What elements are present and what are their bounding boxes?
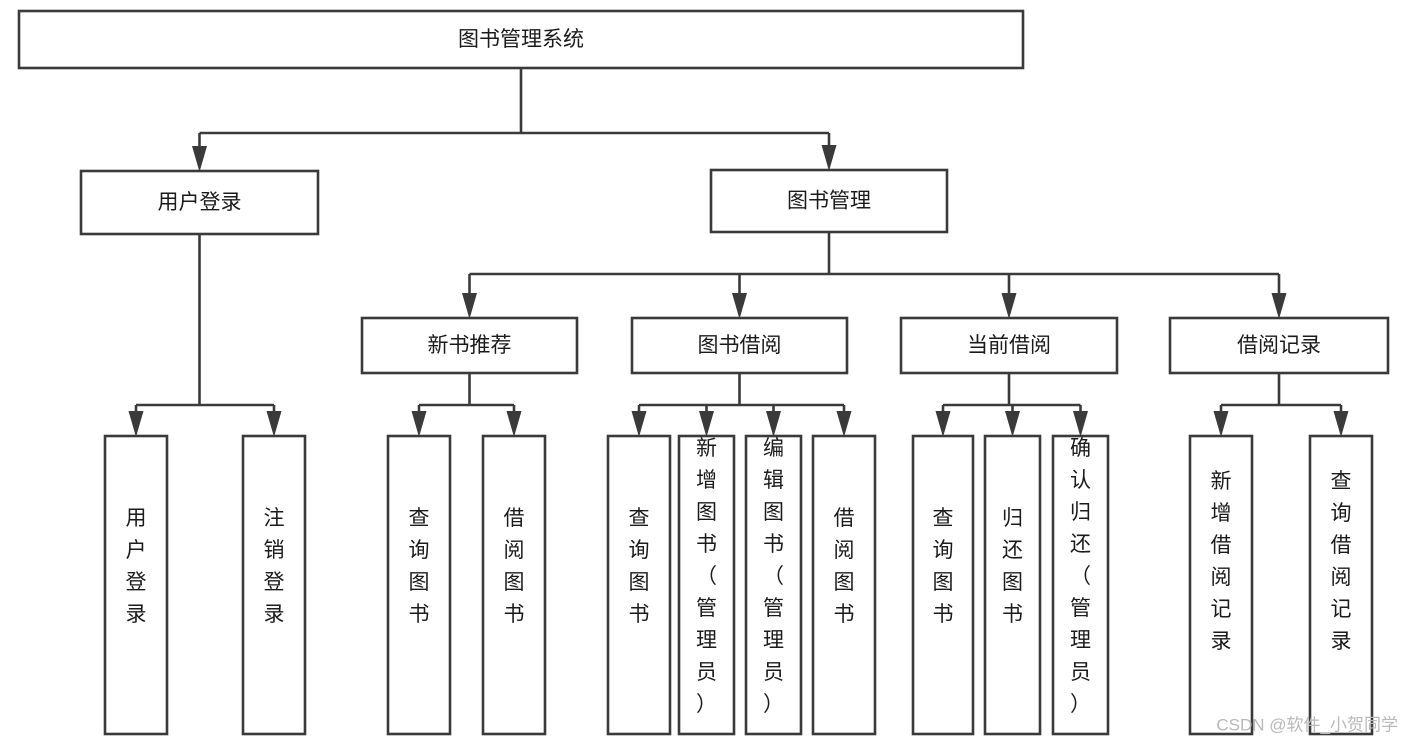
node-label: 借阅记录 xyxy=(1237,334,1321,357)
csdn-watermark: CSDN @软件_小贺同学 xyxy=(1216,715,1398,734)
node-m-book-manage[interactable]: 图书管理 xyxy=(709,168,949,234)
arrow-head xyxy=(766,411,781,437)
node-box xyxy=(360,316,579,375)
node-s-borrow-record[interactable]: 借阅记录 xyxy=(1168,316,1390,375)
arrow-head xyxy=(732,293,747,319)
edge-group-m-book-manage xyxy=(462,232,1287,319)
node-label: 借阅图书 xyxy=(504,507,525,626)
node-l-borrow-book-2[interactable]: 借阅图书 xyxy=(811,434,877,736)
node-box xyxy=(386,434,452,736)
node-label: 注销登录 xyxy=(264,507,285,626)
node-label: 编辑图书（管理员） xyxy=(763,437,784,716)
node-box xyxy=(709,168,949,234)
node-s-current-borrow[interactable]: 当前借阅 xyxy=(899,316,1119,375)
node-label: 查询借阅记录 xyxy=(1331,470,1352,653)
node-l-return-book[interactable]: 归还图书 xyxy=(983,434,1042,736)
node-l-edit-book[interactable]: 编辑图书（管理员） xyxy=(744,434,803,736)
node-label: 借阅图书 xyxy=(834,507,855,626)
node-label: 确认归还（管理员） xyxy=(1070,437,1091,716)
edge-group-s-book-borrow xyxy=(631,373,852,437)
node-label: 图书借阅 xyxy=(698,334,782,357)
node-l-borrow-book-1[interactable]: 借阅图书 xyxy=(481,434,547,736)
node-box xyxy=(744,434,803,736)
node-l-query-book-2[interactable]: 查询图书 xyxy=(606,434,672,736)
node-box xyxy=(79,169,320,236)
arrow-head xyxy=(935,411,951,437)
arrow-head xyxy=(821,145,837,171)
edge-group-m-user-login xyxy=(128,234,282,437)
node-l-user-login[interactable]: 用户登录 xyxy=(103,434,169,736)
node-l-query-book-1[interactable]: 查询图书 xyxy=(386,434,452,736)
edge-group-s-borrow-record xyxy=(1213,373,1349,437)
arrow-head xyxy=(1073,411,1088,437)
node-s-book-borrow[interactable]: 图书借阅 xyxy=(630,316,849,375)
node-label: 用户登录 xyxy=(126,507,147,626)
node-label: 查询图书 xyxy=(409,507,430,626)
node-label: 新增图书（管理员） xyxy=(696,437,717,716)
arrow-head xyxy=(128,411,144,437)
node-box xyxy=(630,316,849,375)
node-layer: 图书管理系统用户登录图书管理新书推荐图书借阅当前借阅借阅记录用户登录注销登录查询… xyxy=(17,9,1390,736)
node-box xyxy=(606,434,672,736)
node-label: 当前借阅 xyxy=(967,334,1051,357)
node-box xyxy=(811,434,877,736)
edge-group-s-current-borrow xyxy=(935,373,1088,437)
node-label: 查询图书 xyxy=(629,507,650,626)
arrow-head xyxy=(266,411,282,437)
arrow-head xyxy=(462,293,477,319)
arrow-head xyxy=(1001,293,1017,319)
node-box xyxy=(677,434,736,736)
node-box xyxy=(983,434,1042,736)
arrow-head xyxy=(1005,411,1020,437)
edge-group-s-new-book-rec xyxy=(411,373,522,437)
arrow-head xyxy=(631,411,647,437)
arrow-head xyxy=(192,146,207,172)
arrow-head xyxy=(1213,411,1229,437)
node-box xyxy=(1308,434,1374,736)
node-box xyxy=(241,434,307,736)
node-label: 新增借阅记录 xyxy=(1211,470,1232,653)
arrow-head xyxy=(836,411,852,437)
node-box xyxy=(481,434,547,736)
arrow-head xyxy=(1333,411,1349,437)
node-l-query-record[interactable]: 查询借阅记录 xyxy=(1308,434,1374,736)
node-label: 新书推荐 xyxy=(428,334,512,357)
arrow-head xyxy=(1271,293,1287,319)
node-box xyxy=(899,316,1119,375)
node-label: 图书管理 xyxy=(787,190,871,213)
connector-layer xyxy=(128,68,1349,437)
arrow-head xyxy=(411,411,427,437)
arrow-head xyxy=(699,411,714,437)
node-box xyxy=(17,9,1025,70)
node-box xyxy=(103,434,169,736)
node-l-logout[interactable]: 注销登录 xyxy=(241,434,307,736)
node-box xyxy=(911,434,975,736)
node-l-add-book[interactable]: 新增图书（管理员） xyxy=(677,434,736,736)
node-l-query-book-3[interactable]: 查询图书 xyxy=(911,434,975,736)
node-root[interactable]: 图书管理系统 xyxy=(17,9,1025,70)
node-label: 归还图书 xyxy=(1002,507,1023,626)
node-label: 图书管理系统 xyxy=(458,28,584,51)
node-label: 查询图书 xyxy=(933,507,954,626)
node-m-user-login[interactable]: 用户登录 xyxy=(79,169,320,236)
node-box xyxy=(1188,434,1254,736)
arrow-head xyxy=(506,411,522,437)
node-box xyxy=(1051,434,1110,736)
edge-group-root xyxy=(192,68,837,172)
node-l-confirm-return[interactable]: 确认归还（管理员） xyxy=(1051,434,1110,736)
node-label: 用户登录 xyxy=(158,191,242,214)
node-s-new-book-rec[interactable]: 新书推荐 xyxy=(360,316,579,375)
node-l-add-record[interactable]: 新增借阅记录 xyxy=(1188,434,1254,736)
node-box xyxy=(1168,316,1390,375)
